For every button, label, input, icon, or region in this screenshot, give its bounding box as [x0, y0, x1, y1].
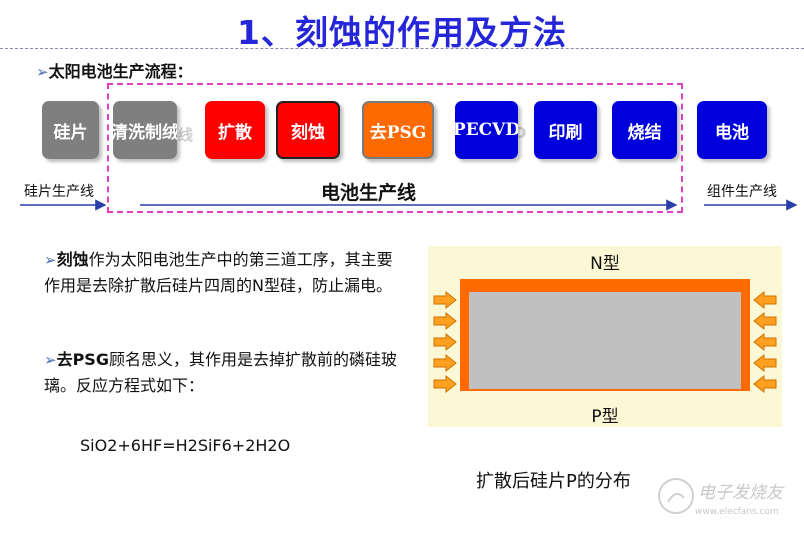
diagram-caption: 扩散后硅片P的分布 — [476, 471, 631, 492]
step-cleaning-texturing: 清洗制绒 — [113, 101, 177, 159]
psg-text: 顾名思义，其作用是去掉扩散前的磷硅玻璃。反应方程式如下： — [44, 350, 397, 395]
watermark-logo-icon — [658, 478, 694, 514]
step-printing: 印刷 — [534, 101, 597, 159]
right-arrows-icon — [753, 290, 777, 394]
etching-keyword: 刻蚀 — [56, 250, 89, 269]
cell-line-label: 电池生产线 — [321, 182, 417, 204]
flow-arrows — [20, 199, 798, 211]
page-title: 1、刻蚀的作用及方法 — [237, 13, 567, 52]
p-core — [469, 292, 741, 389]
psg-keyword: 去PSG — [56, 350, 109, 369]
flow-heading-text: 太阳电池生产流程： — [48, 62, 193, 81]
psg-description: ➢去PSG顾名思义，其作用是去掉扩散前的磷硅玻璃。反应方程式如下： — [44, 347, 404, 399]
cell-line-frame — [107, 83, 683, 213]
bullet-arrow-icon: ➢ — [44, 351, 57, 369]
flow-heading: ➢太阳电池生产流程： — [36, 58, 193, 82]
wafer-line-label: 硅片生产线 — [24, 184, 94, 200]
p-type-label: P型 — [591, 407, 619, 427]
bullet-arrow-icon: ➢ — [44, 251, 57, 269]
title-divider — [0, 48, 804, 49]
etching-text: 作为太阳电池生产中的第三道工序，其主要作用是去除扩散后硅片四周的N型硅，防止漏电… — [44, 250, 393, 295]
wafer-cross-section — [433, 279, 777, 394]
n-type-label: N型 — [590, 254, 620, 274]
watermark-url: www.elecfans.com — [695, 507, 779, 517]
step-wafer: 硅片 — [42, 101, 99, 159]
step-cell: 电池 — [697, 101, 767, 159]
reaction-equation: SiO2+6HF=H2SiF6+2H2O — [80, 436, 291, 455]
wafer-diagram: N型 P型 — [428, 246, 782, 427]
step-diffusion: 扩散 — [205, 101, 265, 159]
module-line-label: 组件生产线 — [707, 184, 777, 200]
step-etching: 刻蚀 — [276, 101, 340, 159]
ghost-char: 线 — [178, 126, 194, 144]
watermark-text: 电子发烧友 — [698, 483, 783, 503]
step-sintering: 烧结 — [612, 101, 677, 159]
bullet-arrow-icon: ➢ — [36, 63, 49, 81]
step-remove-psg: 去PSG — [362, 101, 434, 159]
left-arrows-icon — [433, 290, 457, 394]
step-pecvd: PECVD — [455, 101, 518, 159]
etching-description: ➢刻蚀作为太阳电池生产中的第三道工序，其主要作用是去除扩散后硅片四周的N型硅，防… — [44, 247, 404, 299]
